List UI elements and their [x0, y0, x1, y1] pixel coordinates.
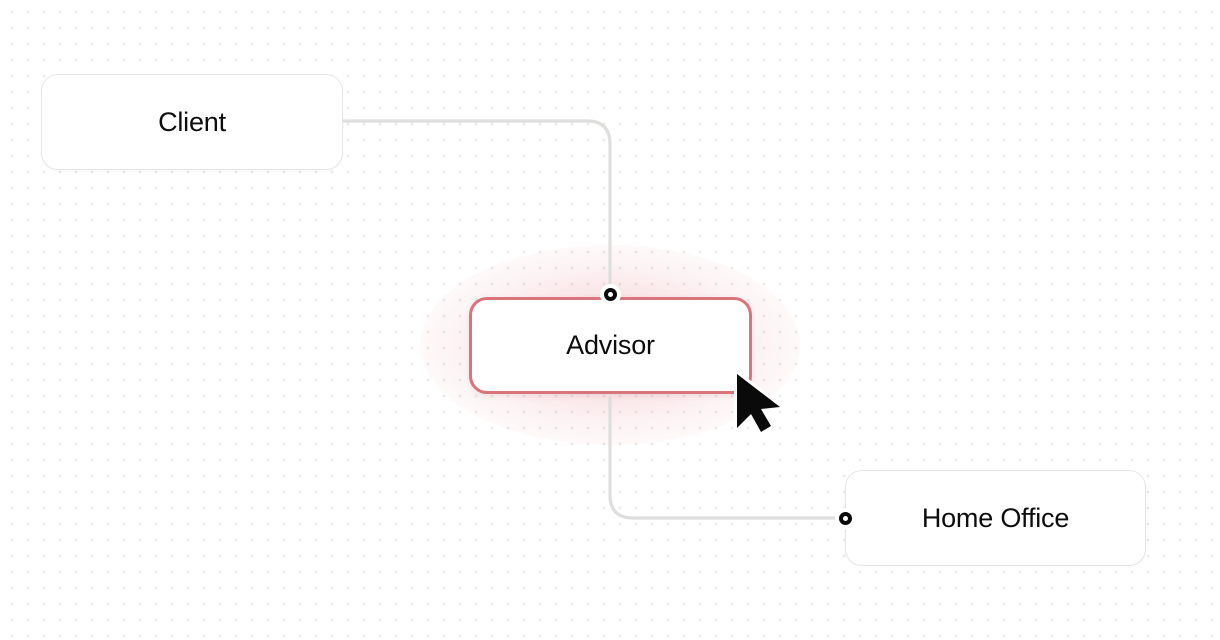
node-home-office[interactable]: Home Office: [845, 470, 1146, 566]
handle-advisor-target-top[interactable]: [604, 288, 617, 301]
edge-advisor-to-home-office[interactable]: [608, 396, 840, 520]
edge-client-to-advisor[interactable]: [341, 119, 612, 289]
node-advisor-label: Advisor: [566, 330, 655, 360]
node-client[interactable]: Client: [41, 74, 343, 170]
node-advisor[interactable]: Advisor: [469, 297, 752, 394]
node-client-label: Client: [158, 106, 226, 137]
handle-home-office-target-left[interactable]: [839, 512, 852, 525]
node-home-office-label: Home Office: [921, 502, 1070, 533]
